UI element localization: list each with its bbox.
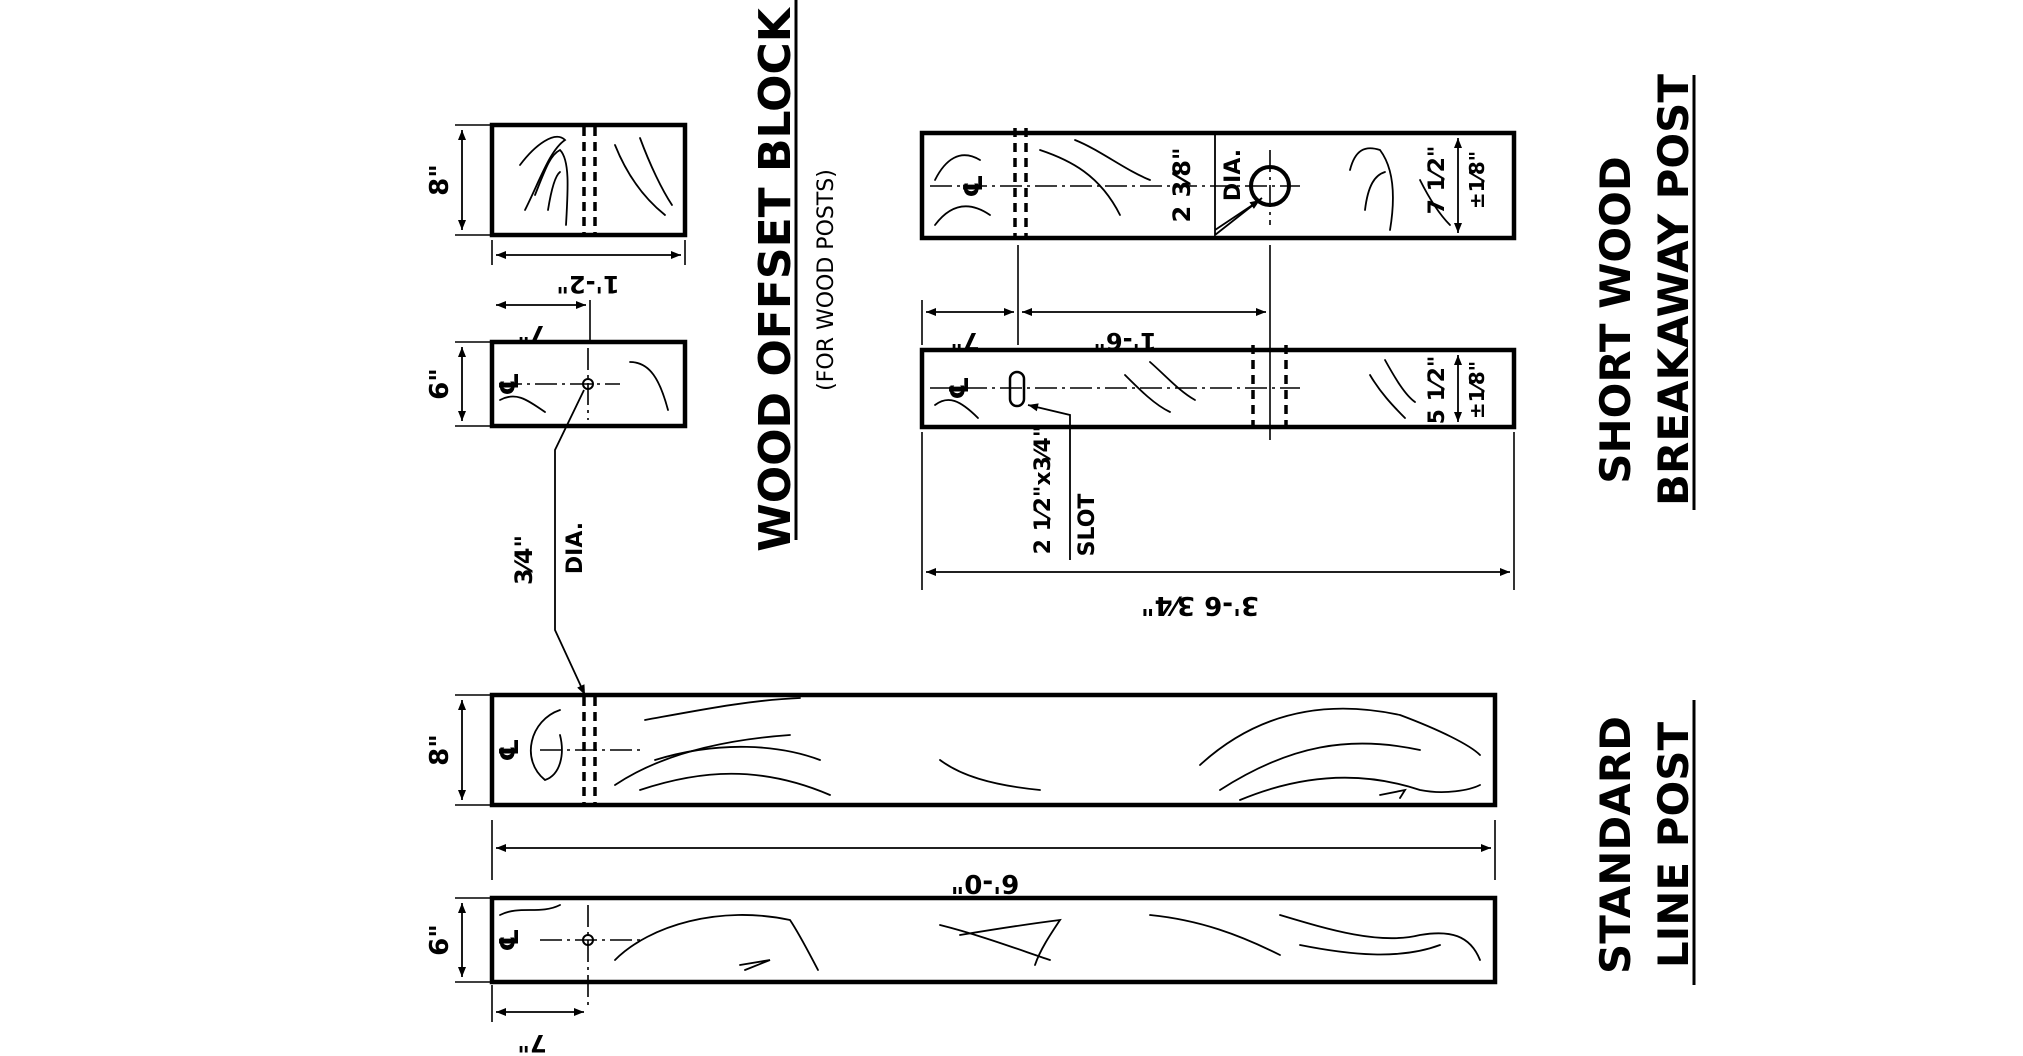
breakaway-hole-dia-leader: 2 3⁄8" DIA.	[1168, 135, 1263, 237]
offset-block-width-label: 8"	[425, 164, 455, 196]
line-post-offset-dim: 7"	[491, 985, 584, 1056]
breakaway-width-value: 7 1⁄2"	[1425, 146, 1450, 215]
breakaway-post-side-view: ℄	[919, 345, 1517, 430]
centerline-icon: ℄	[495, 928, 525, 951]
slot-label: SLOT	[1075, 494, 1100, 557]
slot-leader: 2 1⁄2"x3⁄4" SLOT	[1027, 403, 1100, 560]
centerline-icon: ℄	[495, 738, 525, 761]
offset-block-title: WOOD OFFSET BLOCK	[750, 6, 801, 551]
slot-size-label: 2 1⁄2"x3⁄4"	[1031, 426, 1056, 555]
offset-block-thickness-label: 6"	[425, 368, 455, 400]
slot-icon	[1008, 370, 1026, 408]
line-post-outline	[489, 692, 1498, 808]
line-post-thickness-dim: 6"	[425, 897, 490, 983]
offset-block-width-dim: 8"	[425, 124, 490, 236]
offset-block-top-view	[489, 122, 688, 238]
centerline-icon: ℄	[959, 174, 989, 197]
line-post-width-dim: 8"	[425, 694, 490, 806]
line-post-width-label: 8"	[425, 734, 455, 766]
breakaway-width-tol: ±1⁄8"	[1465, 151, 1489, 209]
breakaway-hole-icon	[1249, 165, 1291, 207]
offset-block-subtitle: (FOR WOOD POSTS)	[814, 169, 839, 391]
centerline-icon: ℄	[495, 372, 525, 395]
offset-block-hole-icon	[582, 378, 594, 390]
offset-block-title-group: WOOD OFFSET BLOCK (FOR WOOD POSTS)	[750, 0, 839, 552]
breakaway-post-outline	[919, 130, 1517, 241]
line-post-title-line-2: LINE POST	[1649, 722, 1698, 969]
breakaway-hole-dia-value: 2 3⁄8"	[1168, 148, 1196, 223]
centerline-icon: ℄	[945, 376, 975, 399]
offset-block-outline	[489, 122, 688, 238]
breakaway-title-line-2: BREAKAWAY POST	[1649, 74, 1698, 506]
breakaway-width-dim: 7 1⁄2" ±1⁄8"	[1425, 138, 1489, 233]
breakaway-title-line-1: SHORT WOOD	[1591, 156, 1640, 483]
offset-block-length-label: 1'-2"	[556, 270, 619, 298]
line-post-thickness-label: 6"	[425, 924, 455, 956]
hole-dia-label: DIA.	[563, 522, 588, 574]
offset-block-thickness-dim: 6"	[425, 341, 490, 427]
offset-block-length-dim: 1'-2"	[491, 240, 686, 298]
breakaway-title-group: SHORT WOOD BREAKAWAY POST	[1591, 74, 1698, 510]
breakaway-length-dim: 3'-6 3⁄4"	[921, 432, 1515, 620]
line-post-length-dim: 6'-0"	[491, 820, 1496, 898]
breakaway-length-label: 3'-6 3⁄4"	[1141, 590, 1259, 620]
breakaway-hole-dia-label: DIA.	[1221, 149, 1246, 201]
line-post-title-line-1: STANDARD	[1591, 716, 1640, 974]
breakaway-post-top-view: ℄	[919, 128, 1517, 241]
breakaway-thickness-dim: 5 1⁄2" ±1⁄8"	[1425, 355, 1489, 424]
breakaway-post-side-outline	[919, 347, 1517, 430]
breakaway-thickness-value: 5 1⁄2"	[1425, 356, 1450, 425]
offset-block-side-view: ℄	[489, 339, 688, 429]
line-post-top-view: ℄	[489, 692, 1498, 808]
breakaway-offset-dims: 7" 1'-6"	[921, 245, 1271, 440]
breakaway-thickness-tol: ±1⁄8"	[1465, 361, 1489, 419]
line-post-hole-icon	[582, 934, 594, 946]
hole-dia-leader: 3⁄4" DIA.	[510, 389, 588, 696]
line-post-side-outline	[489, 895, 1498, 985]
hole-dia-value: 3⁄4"	[510, 535, 538, 585]
line-post-length-label: 6'-0"	[951, 868, 1019, 898]
line-post-side-view: ℄	[489, 895, 1498, 1010]
line-post-offset-label: 7"	[517, 1029, 546, 1056]
offset-block-side-outline	[489, 339, 688, 429]
line-post-title-group: STANDARD LINE POST	[1591, 700, 1698, 985]
